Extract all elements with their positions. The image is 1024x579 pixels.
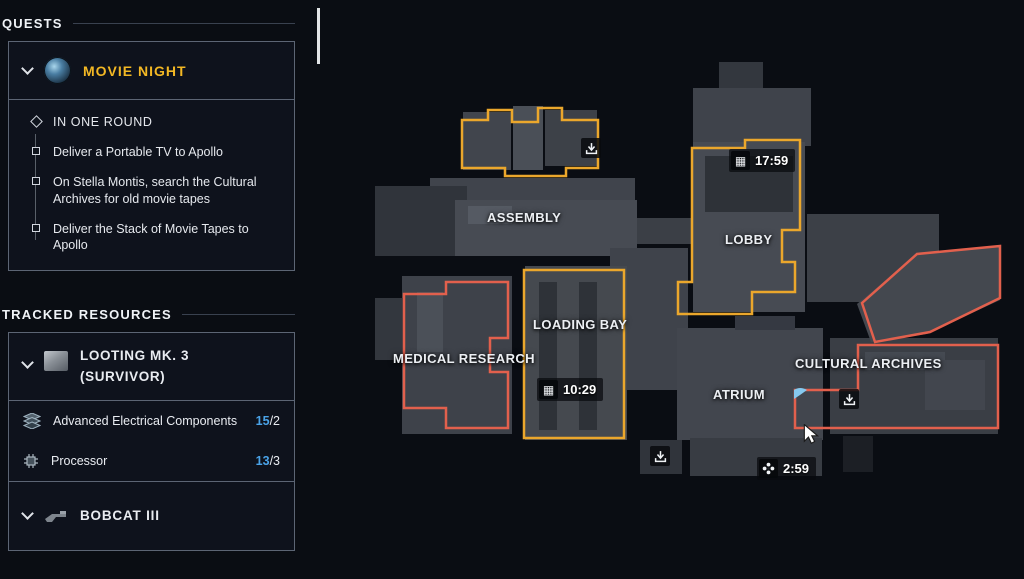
resource-row: Advanced Electrical Components 15/2 xyxy=(9,401,294,441)
objective-row: Deliver the Stack of Movie Tapes to Apol… xyxy=(19,221,280,255)
fan-icon xyxy=(759,459,778,478)
stage-diamond-icon xyxy=(29,115,43,128)
quest-objectives-panel: IN ONE ROUND Deliver a Portable TV to Ap… xyxy=(8,99,295,272)
map-label-atrium: ATRIUM xyxy=(713,387,765,402)
objective-connector-line xyxy=(35,134,36,241)
chevron-down-icon xyxy=(21,507,34,521)
chevron-down-icon xyxy=(21,62,34,75)
container-icon: ▦ xyxy=(539,380,558,399)
supply-drop-icon xyxy=(839,389,859,409)
resource-name: Processor xyxy=(51,453,108,468)
objective-checkbox-icon xyxy=(32,223,40,232)
looting-title: LOOTING MK. 3 xyxy=(80,348,190,364)
supply-drop-icon xyxy=(650,446,670,466)
quest-title: MOVIE NIGHT xyxy=(83,62,187,79)
quests-header: QUESTS xyxy=(2,16,295,31)
objective-text: On Stella Montis, search the Cultural Ar… xyxy=(53,174,257,206)
objective-row: Deliver a Portable TV to Apollo xyxy=(19,144,280,161)
objective-text: Deliver a Portable TV to Apollo xyxy=(53,144,224,159)
quest-stage-label: IN ONE ROUND xyxy=(53,115,153,129)
tracked-resources-header: TRACKED RESOURCES xyxy=(2,307,295,322)
movie-night-quest-icon xyxy=(44,57,71,84)
zone-outline-rooftop xyxy=(460,106,600,178)
quest-sidebar: QUESTS MOVIE NIGHT IN ONE ROUND Deliver … xyxy=(0,0,305,579)
container-icon: ▦ xyxy=(731,151,750,170)
map-label-lobby: LOBBY xyxy=(725,232,773,247)
objective-row: On Stella Montis, search the Cultural Ar… xyxy=(19,174,280,208)
components-icon xyxy=(23,412,41,429)
mouse-cursor xyxy=(803,423,820,449)
map-graphic xyxy=(375,62,1002,476)
tracked-resources-label: TRACKED RESOURCES xyxy=(2,307,172,323)
yellow-zone-outlines xyxy=(460,106,802,440)
extraction-timer-value: 2:59 xyxy=(783,461,810,476)
map-label-assembly: ASSEMBLY xyxy=(487,210,562,225)
zone-outline-lobby xyxy=(676,138,802,316)
zone-outline-loading-bay xyxy=(522,268,626,440)
looting-blueprint-icon xyxy=(44,351,68,372)
extraction-timer-badge: 2:59 xyxy=(757,457,817,480)
zone-outline-archives-arm xyxy=(860,244,1002,344)
resource-count: 15/2 xyxy=(255,413,280,428)
waypoint-marker-icon xyxy=(793,386,808,405)
header-rule xyxy=(181,314,295,316)
resource-name: Advanced Electrical Components xyxy=(53,413,238,428)
processor-icon xyxy=(24,453,38,468)
objective-checkbox-icon xyxy=(32,146,40,155)
supply-drop-icon xyxy=(581,138,601,158)
quests-header-label: QUESTS xyxy=(2,16,63,31)
blueprint-looting-mk3[interactable]: LOOTING MK. 3 (SURVIVOR) xyxy=(8,332,295,401)
sidebar-scrollbar-thumb[interactable] xyxy=(317,8,320,64)
objective-text: Deliver the Stack of Movie Tapes to Apol… xyxy=(53,221,249,253)
map-label-loading-bay: LOADING BAY xyxy=(533,317,628,332)
chevron-down-icon xyxy=(21,356,34,370)
quest-stage-row: IN ONE ROUND xyxy=(19,114,280,131)
looting-subtitle: (SURVIVOR) xyxy=(80,368,166,384)
bobcat-title: BOBCAT III xyxy=(80,508,160,524)
map-structures xyxy=(375,62,1000,476)
objective-checkbox-icon xyxy=(32,176,40,185)
map-label-cultural-archives: CULTURAL ARCHIVES xyxy=(795,356,942,371)
lobby-timer-value: 17:59 xyxy=(755,153,789,168)
resource-count: 13/3 xyxy=(255,453,280,468)
zone-outline-medical-research xyxy=(402,280,510,430)
header-rule xyxy=(72,23,295,24)
quest-movie-night[interactable]: MOVIE NIGHT xyxy=(8,41,295,100)
blueprint-bobcat-iii[interactable]: BOBCAT III xyxy=(8,480,295,551)
resource-row: Processor 13/3 xyxy=(9,441,294,481)
loading-bay-timer-badge: ▦ 10:29 xyxy=(537,378,604,401)
resources-list-panel: Advanced Electrical Components 15/2 Proc… xyxy=(8,399,295,482)
bobcat-weapon-icon xyxy=(45,510,66,522)
map-canvas[interactable]: ASSEMBLY LOBBY LOADING BAY MEDICAL RESEA… xyxy=(305,0,1024,579)
lobby-timer-badge: ▦ 17:59 xyxy=(729,149,796,172)
loading-bay-timer-value: 10:29 xyxy=(563,382,597,397)
map-label-medical-research: MEDICAL RESEARCH xyxy=(393,351,535,366)
